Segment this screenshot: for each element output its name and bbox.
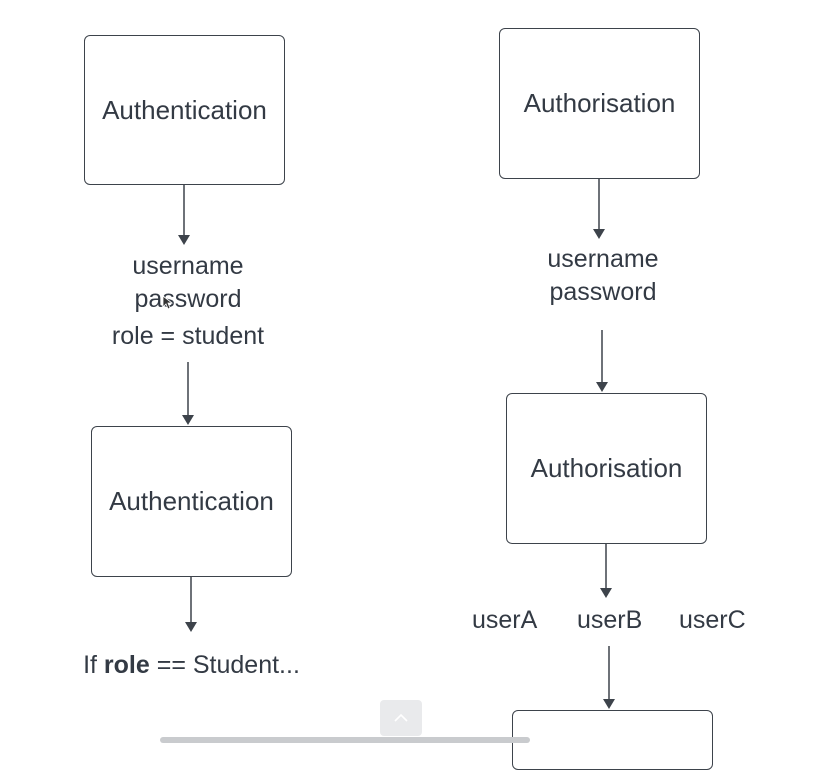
condition-prefix: If	[83, 651, 104, 679]
horizontal-scrollbar[interactable]	[160, 737, 530, 743]
authentication-box-top-label: Authentication	[102, 94, 267, 125]
condition-suffix: == Student...	[149, 651, 300, 679]
user-b: userB	[577, 606, 643, 634]
left-credentials: username password role = student	[88, 250, 288, 353]
authentication-box-bottom[interactable]: Authentication	[91, 426, 292, 577]
condition-keyword: role	[103, 651, 150, 679]
left-cred-password: password	[134, 285, 242, 313]
left-cred-username: username	[132, 252, 244, 280]
authentication-box-top[interactable]: Authentication	[84, 35, 285, 185]
left-cred-role: role = student	[111, 322, 265, 350]
mouse-cursor-icon	[162, 295, 174, 310]
authorisation-box-top-label: Authorisation	[523, 88, 676, 118]
right-cred-password: password	[549, 278, 657, 306]
authentication-box-bottom-label: Authentication	[109, 486, 274, 516]
authorisation-box-top[interactable]: Authorisation	[499, 28, 700, 179]
connector-arrows	[178, 179, 615, 709]
user-a: userA	[472, 606, 538, 634]
user-c: userC	[679, 606, 746, 634]
authorisation-box-middle-label: Authorisation	[530, 453, 683, 483]
right-credentials: username password	[503, 243, 703, 309]
scroll-up-button[interactable]	[380, 700, 422, 736]
role-condition: If role == Student...	[40, 649, 343, 682]
right-cred-username: username	[547, 245, 659, 273]
authorisation-box-middle[interactable]: Authorisation	[506, 393, 707, 544]
next-box-partial[interactable]	[512, 710, 713, 770]
chevron-up-icon	[394, 713, 408, 722]
